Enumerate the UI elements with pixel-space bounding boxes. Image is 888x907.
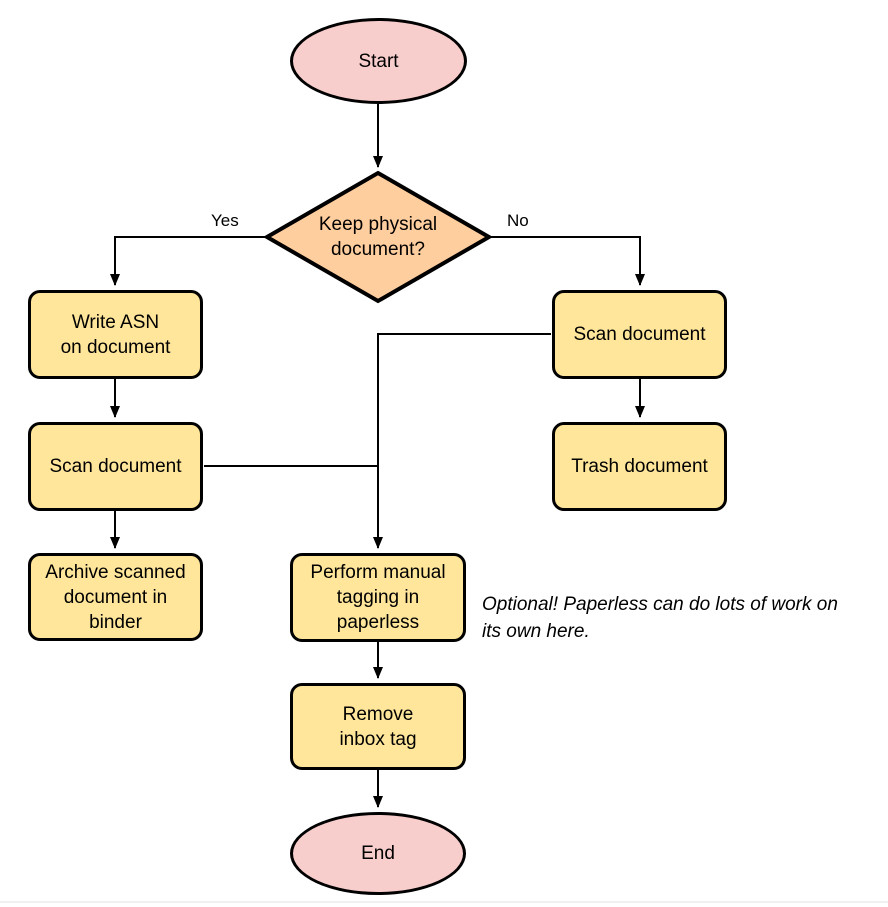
edge-decision-no bbox=[489, 236, 645, 286]
node-manual-tagging: Perform manual tagging in paperless bbox=[290, 553, 466, 642]
edge-label-yes: Yes bbox=[211, 211, 239, 230]
node-trash-document: Trash document bbox=[552, 422, 727, 511]
decision-diamond-shape bbox=[262, 170, 494, 304]
node-scan-document-right: Scan document bbox=[552, 290, 727, 379]
annotation-optional-note: Optional! Paperless can do lots of work … bbox=[482, 594, 838, 642]
node-scan-document-left: Scan document bbox=[28, 422, 203, 511]
node-decision-label: Keep physical document? bbox=[318, 214, 438, 260]
node-start: Start bbox=[290, 18, 467, 104]
node-end: End bbox=[290, 812, 466, 895]
bottom-divider bbox=[0, 901, 888, 903]
node-write-asn: Write ASN on document bbox=[28, 290, 203, 379]
node-remove-inbox-tag: Remove inbox tag bbox=[290, 683, 466, 770]
node-archive-scanned: Archive scanned document in binder bbox=[28, 553, 203, 641]
edge-decision-yes bbox=[110, 236, 267, 286]
edge-label-no: No bbox=[507, 211, 529, 230]
edge-scanright-to-tagging bbox=[373, 333, 551, 549]
